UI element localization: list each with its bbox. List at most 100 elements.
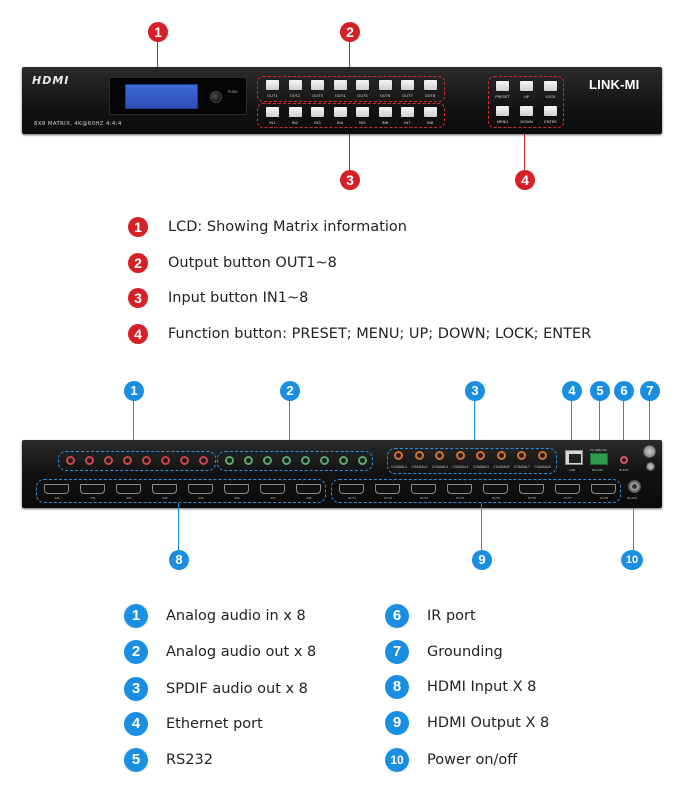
output-button[interactable] [356,80,369,90]
rs232-label: RS-232 [592,468,603,472]
hdmi-output-port[interactable] [591,484,616,494]
front-legend-num: 1 [128,217,148,237]
output-button[interactable] [378,80,392,90]
output-button[interactable] [401,80,414,90]
input-button-label: IN1 [269,120,276,125]
analog-out-outline [217,451,373,471]
spdif-label: COAXIAL7 [514,465,530,469]
analog-audio-in-jack[interactable] [123,456,132,465]
output-buttons-outline [257,76,445,102]
output-button[interactable] [333,80,347,90]
spdif-coaxial-jack[interactable] [394,451,403,460]
hdmi-output-port[interactable] [447,484,472,494]
rear-legend-text: SPDIF audio out x 8 [166,681,308,697]
output-button[interactable] [423,80,437,90]
callout-2-front: 2 [340,22,360,42]
rear-legend-num: 6 [385,604,409,628]
hdmi-output-port[interactable] [519,484,544,494]
function-button-up[interactable] [520,81,533,91]
callout-4-rear: 4 [562,381,582,401]
ir-port[interactable] [620,456,628,464]
spdif-coaxial-jack[interactable] [496,451,506,460]
function-button-preset[interactable] [496,81,509,91]
hdmi-input-port[interactable] [296,484,321,494]
hdmi-input-port[interactable] [80,484,105,494]
spdif-coaxial-jack[interactable] [476,451,485,460]
spdif-coaxial-jack[interactable] [435,451,444,460]
hdmi-input-port[interactable] [260,484,285,494]
output-button[interactable] [311,80,324,90]
input-button[interactable] [378,107,392,117]
rear-legend-item: 9 HDMI Output X 8 [385,711,549,735]
hdmi-input-port[interactable] [44,484,69,494]
analog-audio-out-jack[interactable] [358,456,367,465]
function-button-label: PRESET [495,94,510,99]
function-button-enter[interactable] [544,106,557,116]
analog-audio-out-jack[interactable] [244,456,253,465]
hdmi-in-outline [36,479,326,503]
function-button-down[interactable] [520,106,533,116]
analog-audio-in-jack[interactable] [66,456,75,465]
analog-audio-in-jack[interactable] [199,456,208,465]
input-button[interactable] [311,107,324,117]
hdmi-input-port[interactable] [188,484,213,494]
spdif-outline [387,448,557,474]
rear-legend-num: 8 [385,675,409,699]
output-button[interactable] [266,80,279,90]
analog-audio-out-jack[interactable] [339,456,348,465]
hdmi-output-port[interactable] [411,484,436,494]
analog-audio-in-jack[interactable] [85,456,94,465]
function-button-lock[interactable] [544,81,557,91]
analog-audio-in-jack[interactable] [180,456,189,465]
rs232-port[interactable] [590,453,608,465]
spdif-coaxial-jack[interactable] [517,451,526,460]
hdmi-input-label: IN2 [90,496,96,500]
input-button[interactable] [288,107,302,117]
analog-audio-out-jack[interactable] [225,456,234,465]
hdmi-output-port[interactable] [375,484,400,494]
hdmi-output-port[interactable] [483,484,508,494]
hdmi-input-label: IN3 [126,496,132,500]
grounding-symbol-icon [646,462,655,471]
function-button-menu[interactable] [496,106,509,116]
front-legend-num: 2 [128,253,148,273]
ethernet-port[interactable] [565,450,583,465]
hdmi-input-port[interactable] [116,484,141,494]
input-button-label: IN5 [359,120,366,125]
analog-audio-out-jack[interactable] [301,456,310,465]
rear-legend-text: Ethernet port [166,716,263,732]
analog-audio-in-jack[interactable] [104,456,113,465]
input-button[interactable] [356,107,369,117]
analog-audio-in-jack[interactable] [161,456,170,465]
analog-audio-in-jack[interactable] [142,456,151,465]
rear-legend-text: HDMI Output X 8 [427,715,550,731]
input-button[interactable] [333,107,347,117]
callout-4-line [524,130,526,170]
hdmi-input-port[interactable] [152,484,177,494]
callout-1-front: 1 [148,22,168,42]
analog-audio-out-jack[interactable] [320,456,329,465]
hdmi-output-port[interactable] [339,484,364,494]
analog-audio-out-jack[interactable] [263,456,272,465]
hdmi-input-port[interactable] [224,484,249,494]
input-button[interactable] [423,107,437,117]
callout-3-front: 3 [340,170,360,190]
analog-audio-out-jack[interactable] [282,456,291,465]
input-button[interactable] [401,107,414,117]
front-legend-item: 4 Function button: PRESET; MENU; UP; DOW… [128,323,591,345]
front-legend-text: Function button: PRESET; MENU; UP; DOWN;… [168,326,592,342]
front-legend-text: LCD: Showing Matrix information [168,219,407,235]
front-legend-item: 3 Input button IN1~8 [128,287,308,309]
rear-legend-text: Analog audio out x 8 [166,644,317,660]
spdif-coaxial-jack[interactable] [455,451,465,460]
output-button[interactable] [288,80,302,90]
callout-4-front: 4 [515,170,535,190]
hdmi-output-port[interactable] [555,484,580,494]
spdif-coaxial-jack[interactable] [537,451,547,460]
spdif-coaxial-jack[interactable] [414,451,424,460]
hdmi-output-label: OUT2 [383,496,393,500]
input-button[interactable] [266,107,279,117]
power-switch[interactable] [628,480,641,493]
callout-3-line [349,124,351,170]
rear-legend-num: 5 [124,748,148,772]
